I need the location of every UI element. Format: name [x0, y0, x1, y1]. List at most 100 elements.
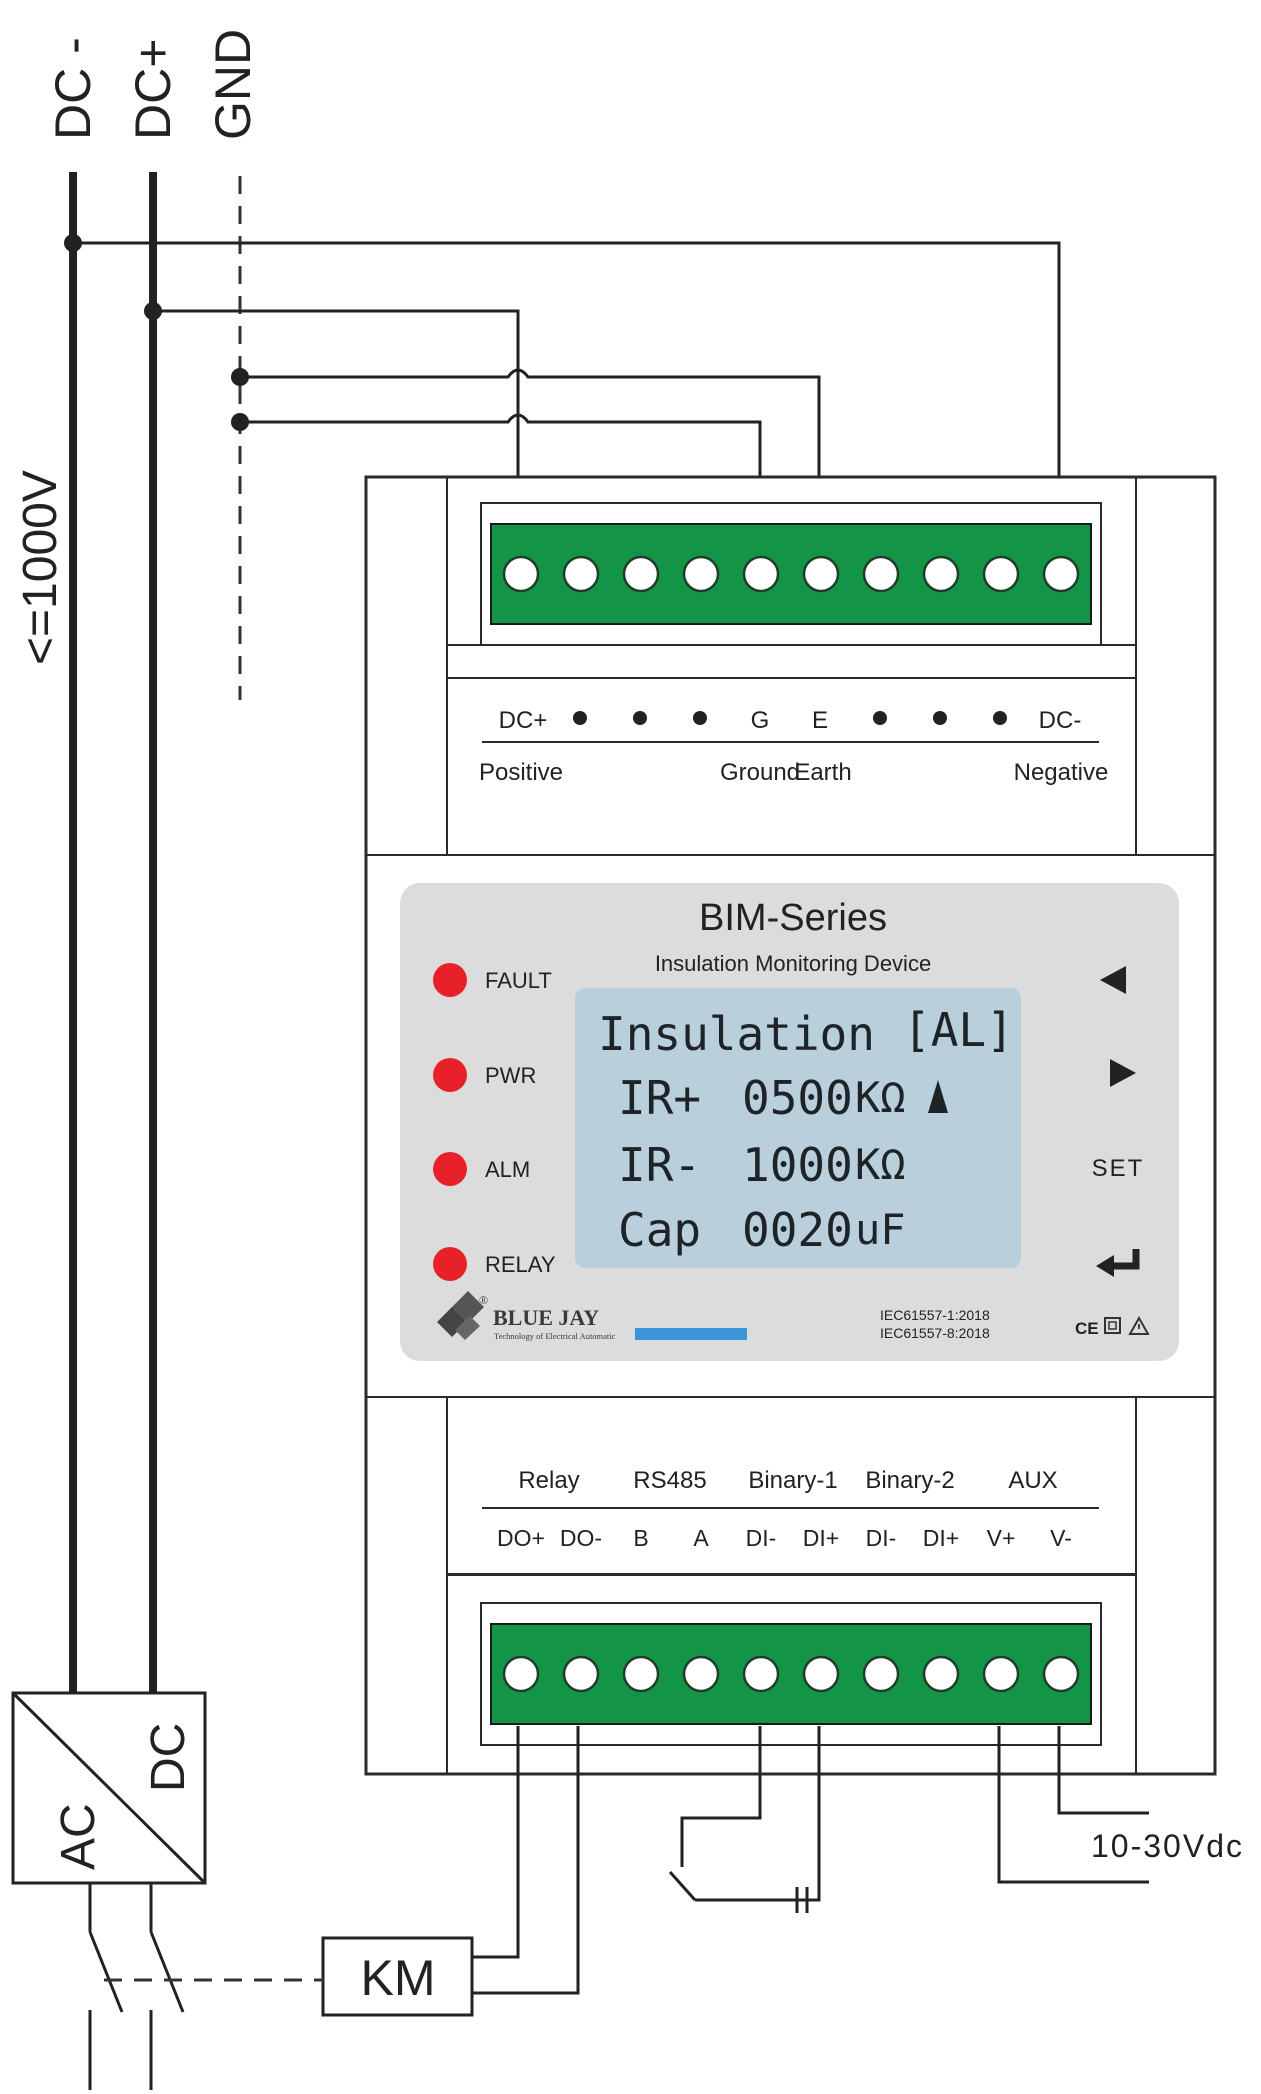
standard-2: IEC61557-8:2018 [880, 1325, 990, 1341]
converter-dc-label: DC [142, 1723, 195, 1792]
up-triangle-icon [928, 1080, 948, 1113]
bottom-terminal-labels: Relay RS485 Binary-1 Binary-2 AUX [482, 1467, 1099, 1509]
top-dot [693, 711, 707, 725]
certification-marks: CE [1075, 1315, 1150, 1338]
led-relay: RELAY [433, 1247, 556, 1281]
binary1-di-plus-wire [695, 1726, 821, 1902]
terminal-screw-icon [982, 1655, 1020, 1693]
top-terminal-screws [502, 555, 1080, 593]
pin-label: DO- [560, 1525, 602, 1551]
dc-plus-wire [153, 309, 520, 524]
standard-1: IEC61557-1:2018 [880, 1307, 990, 1323]
warning-triangle-icon [1128, 1315, 1150, 1335]
led-label-pwr: PWR [485, 1063, 536, 1088]
lcd-screen [575, 988, 1021, 1268]
aux-v-minus-wire [1057, 1726, 1149, 1815]
enter-button[interactable] [1096, 1249, 1140, 1277]
group-binary-1: Binary-1 [748, 1467, 837, 1494]
terminal-screw-icon [862, 555, 900, 593]
aux-supply-label: 10-30Vdc [1091, 1828, 1244, 1864]
brand-name: BLUE JAY [493, 1305, 599, 1330]
lcd-line1-status: [AL] [903, 1003, 1014, 1057]
relay-do-minus-wire [473, 1726, 580, 1995]
left-arrow-icon [1100, 966, 1126, 994]
pin-label: A [693, 1525, 709, 1551]
lcd-line2-value: 0500 [742, 1071, 853, 1125]
alm-led-icon [433, 1152, 467, 1186]
terminal-screw-icon [802, 1655, 840, 1693]
set-button[interactable]: SET [1092, 1155, 1145, 1182]
double-insulation-icon [1104, 1317, 1121, 1334]
terminal-screw-icon [862, 1655, 900, 1693]
terminal-screw-icon [502, 555, 540, 593]
terminal-screw-icon [982, 555, 1020, 593]
km-contactor [321, 1936, 474, 2017]
ce-mark-icon: CE [1075, 1319, 1099, 1338]
lcd-line2-label: IR+ [618, 1071, 701, 1125]
panel-subtitle: Insulation Monitoring Device [655, 951, 931, 976]
aux-v-plus-wire [997, 1726, 1149, 1884]
top-dot [573, 711, 587, 725]
terminal-screw-icon [622, 1655, 660, 1693]
lcd-line4-value: 0020 [742, 1203, 853, 1257]
lcd-line2-unit: KΩ [855, 1073, 906, 1122]
terminal-screw-icon [742, 1655, 780, 1693]
terminal-screw-icon [682, 555, 720, 593]
pin-label: DI- [866, 1525, 897, 1551]
led-label-fault: FAULT [485, 968, 552, 993]
group-binary-2: Binary-2 [865, 1467, 954, 1494]
terminal-screw-icon [562, 555, 600, 593]
right-button[interactable] [1110, 1059, 1136, 1087]
terminal-screw-icon [1042, 555, 1080, 593]
top-dot [933, 711, 947, 725]
led-fault: FAULT [433, 963, 552, 997]
top-label-g: G [751, 707, 770, 734]
top-label-dc-plus: DC+ [499, 707, 548, 734]
led-alm: ALM [433, 1152, 530, 1186]
terminal-screw-icon [562, 1655, 600, 1693]
converter-ac-label: AC [52, 1803, 105, 1870]
top-label-e: E [812, 707, 828, 734]
brand-tagline: Technology of Electrical Automatic [494, 1331, 616, 1341]
earth-wire [240, 368, 821, 524]
led-label-relay: RELAY [485, 1252, 556, 1277]
lcd-line1-label: Insulation [598, 1007, 875, 1061]
led-label-alm: ALM [485, 1157, 530, 1182]
panel-title: BIM-Series [699, 897, 887, 939]
terminal-screw-icon [1042, 1655, 1080, 1693]
ground-wire [240, 413, 762, 524]
top-terminal-labels: DC+ G E DC- Positive Ground Earth Negati… [479, 707, 1108, 786]
terminal-screw-icon [922, 555, 960, 593]
top-desc-ground: Ground [720, 759, 800, 786]
lcd-line4-label: Cap [618, 1203, 701, 1257]
lcd-line3-value: 1000 [742, 1138, 853, 1192]
terminal-screw-icon [742, 555, 780, 593]
led-pwr: PWR [433, 1058, 536, 1092]
binary1-switch-icon [668, 1871, 697, 1901]
pin-label: DI- [746, 1525, 777, 1551]
terminal-screw-icon [622, 555, 660, 593]
km-contact-2-icon [149, 1931, 185, 2013]
lcd-line3-unit: KΩ [855, 1140, 906, 1189]
enter-icon [1096, 1249, 1140, 1277]
lcd-line4-unit: uF [855, 1205, 906, 1254]
left-button[interactable] [1100, 966, 1126, 994]
top-label-dc-minus: DC- [1039, 707, 1082, 734]
pin-label: V- [1050, 1525, 1072, 1551]
group-rs485: RS485 [633, 1467, 706, 1494]
top-dot [873, 711, 887, 725]
top-dot [993, 711, 1007, 725]
bird-logo-icon [437, 1291, 484, 1340]
pin-label: DI+ [803, 1525, 839, 1551]
top-desc-negative: Negative [1014, 759, 1109, 786]
dc-minus-label: DC - [45, 37, 101, 140]
terminal-screw-icon [802, 555, 840, 593]
pwr-led-icon [433, 1058, 467, 1092]
pin-label: V+ [987, 1525, 1016, 1551]
dc-plus-label: DC+ [125, 39, 181, 140]
group-relay: Relay [518, 1467, 579, 1494]
pin-label: DI+ [923, 1525, 959, 1551]
converter-diagonal [11, 1691, 207, 1885]
